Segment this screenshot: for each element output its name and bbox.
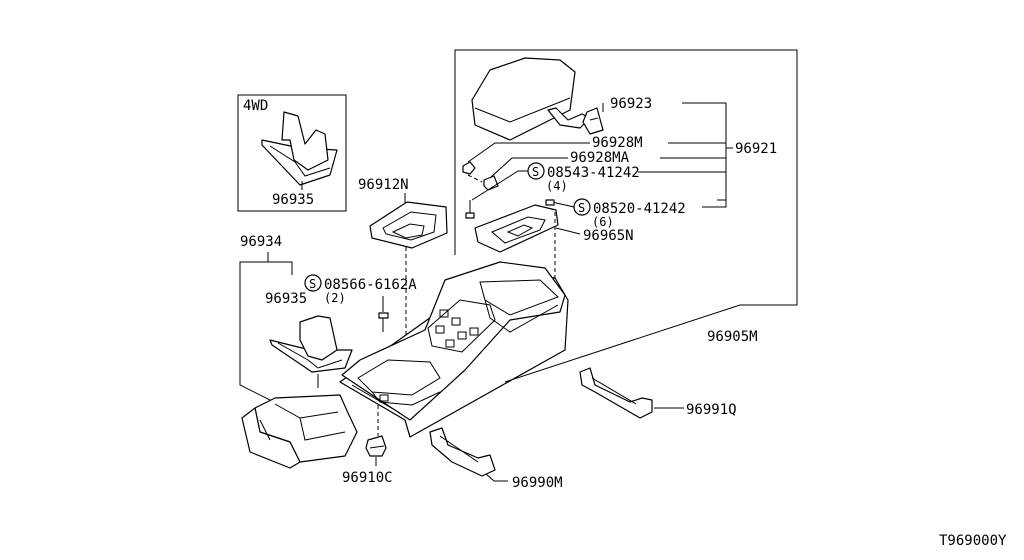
plate-96965N-part[interactable] [474, 204, 559, 253]
center-console-96905M-part[interactable] [339, 261, 569, 438]
bezel-96912N-part[interactable] [369, 201, 448, 249]
label-96928MA[interactable]: 96928MA [570, 150, 630, 166]
label-96935-4wd[interactable]: 96935 [272, 192, 314, 208]
leader-96965N [555, 227, 581, 235]
label-96990M[interactable]: 96990M [512, 475, 563, 491]
label-96935[interactable]: 96935 [265, 291, 307, 307]
inset-4wd-label: 4WD [243, 98, 268, 114]
screw-08520: S [573, 198, 591, 216]
shift-boot-4wd-part[interactable] [261, 111, 338, 186]
label-08566-6162A[interactable]: 08566-6162A [324, 277, 417, 293]
label-08520-qty: (6) [592, 215, 614, 229]
label-08543-qty: (4) [546, 179, 568, 193]
bracket-96991Q-part[interactable] [579, 367, 653, 419]
label-96991Q[interactable]: 96991Q [686, 402, 737, 418]
footer-diagram-code: T969000Y [939, 533, 1007, 549]
leader-96905M [454, 49, 798, 383]
label-96910C[interactable]: 96910C [342, 470, 393, 486]
inset-4wd-box [237, 94, 347, 212]
screw-08520-part[interactable] [545, 199, 555, 206]
label-96928M[interactable]: 96928M [592, 135, 643, 151]
label-96934[interactable]: 96934 [240, 234, 282, 250]
label-08543-41242[interactable]: 08543-41242 [547, 165, 640, 181]
label-96905M[interactable]: 96905M [707, 329, 758, 345]
label-96921[interactable]: 96921 [735, 141, 777, 157]
label-08566-qty: (2) [324, 291, 346, 305]
label-96912N[interactable]: 96912N [358, 177, 409, 193]
label-96923[interactable]: 96923 [610, 96, 652, 112]
leader-96934 [239, 252, 293, 411]
leader-96928M [467, 142, 726, 163]
clip-96928MA-part[interactable] [483, 175, 499, 191]
leader-08520 [551, 195, 727, 208]
leader-08543 [471, 170, 726, 201]
svg-text:S: S [532, 165, 539, 179]
bracket-96990M-part[interactable] [429, 427, 496, 477]
label-96965N[interactable]: 96965N [583, 228, 634, 244]
clip-96910C-part[interactable] [365, 435, 387, 457]
leader-96928MA [489, 157, 726, 179]
leader-96923 [602, 102, 727, 201]
shift-boot-96935-part[interactable] [269, 315, 353, 373]
leader-96990M [485, 473, 508, 482]
dash-clips [467, 174, 483, 183]
screw-08543-part[interactable] [465, 200, 475, 219]
armrest-lid-part[interactable] [471, 57, 591, 141]
screw-08566-part[interactable] [378, 312, 389, 332]
svg-text:S: S [309, 277, 316, 291]
screw-08543: S [527, 162, 545, 180]
label-08520-41242[interactable]: 08520-41242 [593, 201, 686, 217]
screw-08566: S [304, 274, 322, 292]
hinge-96923-part[interactable] [582, 107, 604, 135]
lower-trim-96934-part[interactable] [241, 394, 358, 469]
clip-96928M-part[interactable] [462, 161, 476, 175]
svg-text:S: S [578, 201, 585, 215]
